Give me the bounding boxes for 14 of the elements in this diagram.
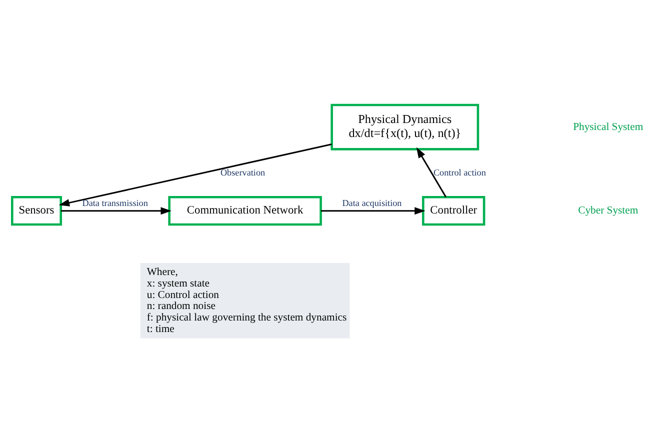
edge-label: Control action [433,167,486,178]
arrow [61,206,172,214]
label: Cyber System [578,205,638,216]
label: Physical System [573,121,644,132]
edge-label: Observation [220,167,266,178]
node-box: Communication Network [168,196,322,226]
node-box: Controller [422,196,486,226]
edge-label: Data acquisition [342,197,402,208]
node-box: Physical Dynamics dx/dt=f{x(t), u(t), n(t)} [330,103,480,150]
node-box: Sensors [11,196,62,226]
arrow [58,142,332,206]
edge-label: Data transmission [82,197,148,208]
arrow [416,146,447,197]
arrow [320,206,426,214]
